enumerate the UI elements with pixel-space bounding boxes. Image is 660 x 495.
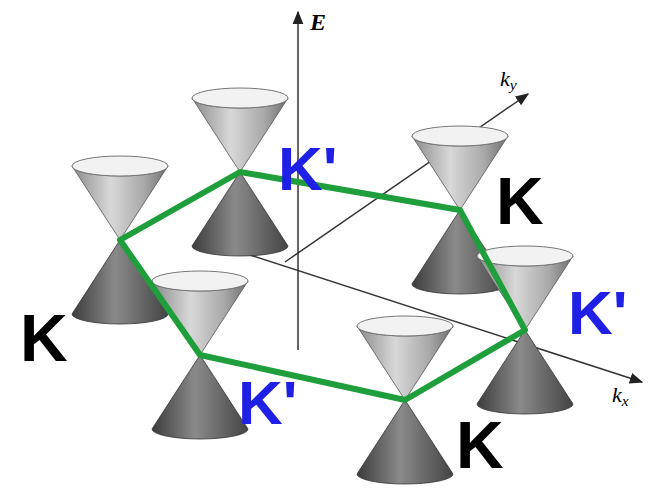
valley-label: K (496, 168, 544, 234)
axis-label: ky (500, 68, 517, 90)
valley-label: K (456, 412, 504, 478)
axis-label: E (310, 10, 326, 34)
valley-label: K' (278, 138, 338, 200)
brillouin-zone-hexagon (120, 172, 525, 400)
valley-label: K' (238, 372, 298, 434)
valley-label: K (20, 305, 68, 371)
valley-label: K' (568, 282, 628, 344)
axis-label: kx (612, 384, 629, 406)
